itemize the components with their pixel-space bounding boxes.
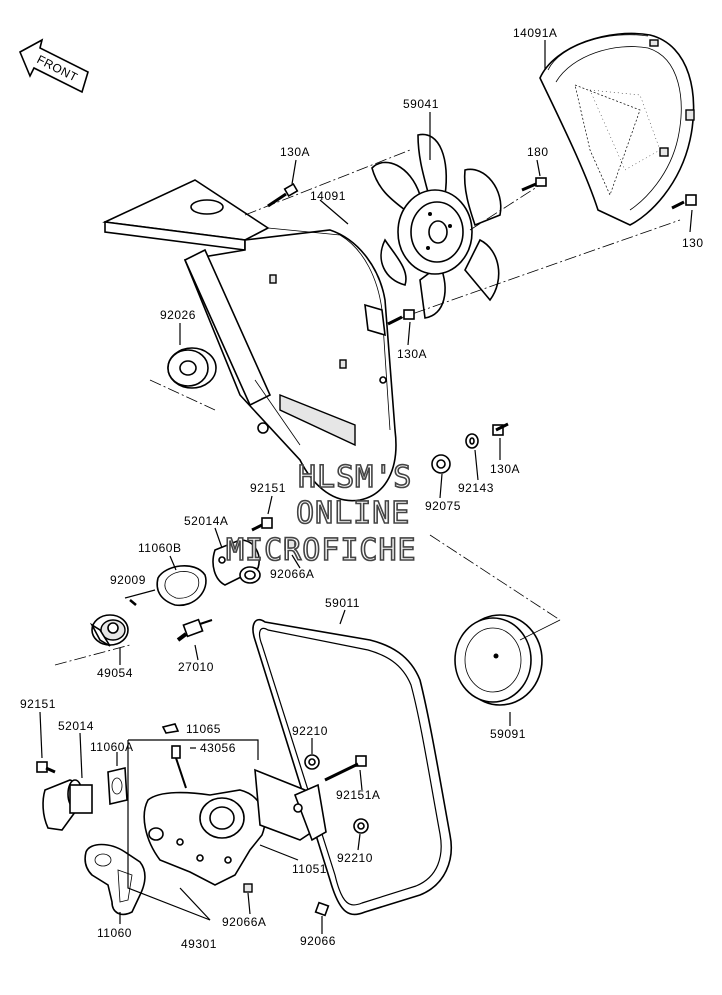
label-92151-bottom: 92151 (20, 697, 56, 711)
bolt-130a-right (492, 422, 509, 436)
nut-92066a-top (284, 539, 296, 551)
spacer-part (431, 454, 451, 474)
label-180: 180 (527, 145, 549, 159)
label-92026: 92026 (160, 308, 196, 322)
bolt-92151-top (251, 517, 273, 532)
washer-part (465, 433, 479, 449)
bolt-180 (521, 177, 547, 192)
watermark-line-1: HLSM'S (298, 460, 412, 495)
label-130A-right: 130A (490, 462, 520, 476)
gasket-11060a (107, 767, 128, 805)
pulley-part (454, 614, 543, 706)
label-92210-bottom: 92210 (337, 851, 373, 865)
bolt-130a-mid (387, 309, 415, 326)
watermark-line-3: MICROFICHE (226, 533, 417, 568)
label-11060: 11060 (97, 926, 132, 940)
thermostat-part (89, 614, 129, 647)
cooling-fan-part (371, 133, 502, 319)
label-130A-mid: 130A (397, 347, 427, 361)
bolt-130 (671, 194, 697, 210)
label-14091: 14091 (310, 189, 346, 203)
bracket-part (102, 179, 397, 502)
nut-92066 (314, 901, 330, 917)
label-130: 130 (682, 236, 704, 250)
label-11051: 11051 (292, 862, 327, 876)
watermark-line-2: ONLINE (296, 496, 410, 531)
label-11060B: 11060B (138, 541, 181, 555)
pin-92009 (129, 599, 137, 606)
water-pump-part (143, 789, 266, 886)
label-92009: 92009 (110, 573, 146, 587)
tag-11065 (161, 723, 180, 734)
label-49054: 49054 (97, 666, 133, 680)
gasket-11060b (156, 565, 207, 606)
sensor-43056 (171, 745, 187, 789)
label-14091A: 14091A (513, 26, 557, 40)
nut-92066a-bottom (243, 883, 253, 893)
label-92210-top: 92210 (292, 724, 328, 738)
label-59041: 59041 (403, 97, 439, 111)
label-27010: 27010 (178, 660, 214, 674)
label-43056: 43056 (200, 741, 236, 755)
label-52014A: 52014A (184, 514, 228, 528)
label-92066: 92066 (300, 934, 336, 948)
label-92066A-bottom: 92066A (222, 915, 266, 929)
spacer-92210-top (304, 754, 320, 770)
label-92151A: 92151A (336, 788, 380, 802)
thermostat-cover-part (212, 539, 261, 586)
gasket-11060 (84, 843, 146, 916)
label-59011: 59011 (325, 596, 360, 610)
bolt-92151-bottom (36, 761, 56, 774)
bolt-130a-top (267, 182, 299, 208)
bolt-92151a (324, 755, 367, 782)
label-11065: 11065 (186, 722, 221, 736)
pump-bracket-part (254, 768, 327, 842)
spacer-92210-bottom (353, 818, 369, 834)
fan-shroud-part (539, 32, 695, 226)
temperature-sensor-part (176, 618, 213, 642)
front-arrow-icon: FRONT (18, 38, 89, 94)
label-92066A-top: 92066A (270, 567, 314, 581)
label-92143: 92143 (458, 481, 494, 495)
label-52014: 52014 (58, 719, 94, 733)
label-11060A: 11060A (90, 740, 133, 754)
label-92151-top: 92151 (250, 481, 286, 495)
label-59091: 59091 (490, 727, 526, 741)
label-49301: 49301 (181, 937, 217, 951)
water-outlet-part (42, 779, 93, 831)
label-92075: 92075 (425, 499, 461, 513)
watermark: HLSM'S ONLINE MICROFICHE (225, 459, 417, 569)
collar-part (167, 347, 217, 389)
label-130A-top: 130A (280, 145, 310, 159)
